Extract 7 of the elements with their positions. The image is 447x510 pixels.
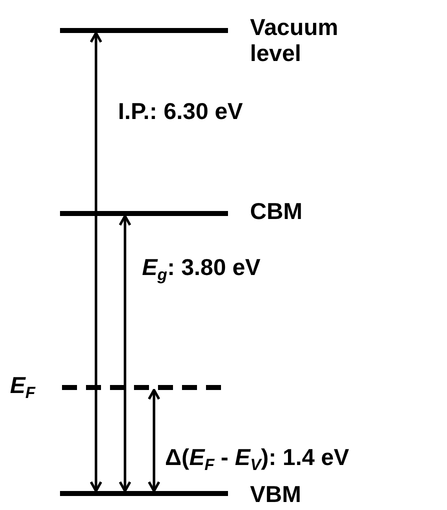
level-label: CBM (250, 198, 302, 224)
double-arrow (90, 32, 102, 492)
double-arrow (118, 214, 132, 492)
level-label: E$_{F}$ (10, 372, 36, 402)
level-label: VBM (250, 481, 302, 508)
double-arrow (148, 388, 160, 492)
level-label: Vacuum level (250, 14, 340, 67)
